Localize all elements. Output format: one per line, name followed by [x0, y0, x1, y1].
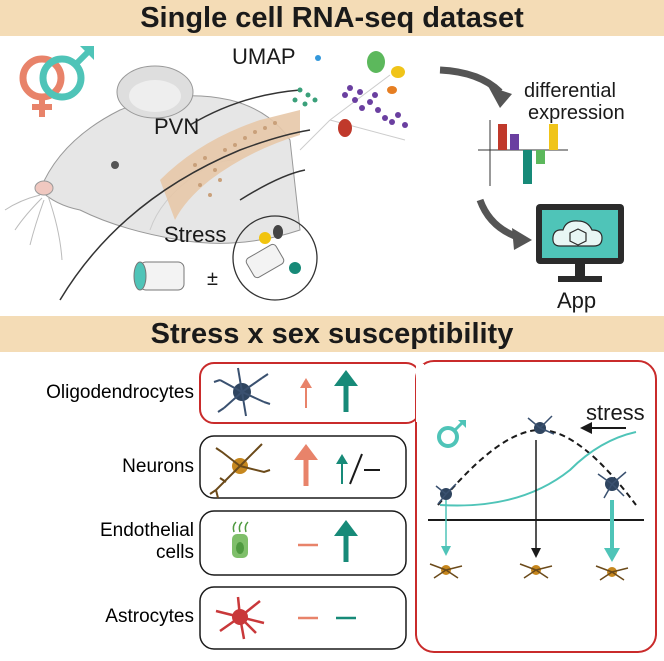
female-symbol-icon: [19, 55, 65, 117]
oligodendrocyte-box: [199, 362, 421, 424]
model-male-symbol-icon: [437, 420, 466, 448]
oligodendrocyte-icon: [213, 367, 271, 417]
umap-plot: [292, 51, 408, 151]
cell-label-neurons-text: Neurons: [122, 456, 194, 477]
endothelial-male-effect: [334, 520, 358, 562]
cell-label-astrocytes-text: Astrocytes: [105, 606, 194, 627]
endothelial-box: [199, 510, 407, 576]
stress-paradigm-icon: [232, 215, 318, 301]
cell-label-endothelial-line2: cells: [155, 542, 194, 563]
cell-label-endothelial: Endothelial cells: [4, 520, 194, 564]
stress-direction-arrow: [580, 422, 626, 434]
oligo-female-effect: [300, 378, 312, 408]
male-symbol-icon: [39, 46, 94, 101]
plus-minus-label: ±: [207, 268, 218, 290]
model-neurons: [429, 563, 629, 581]
de-barchart: [478, 120, 568, 186]
endothelial-cell-icon: [232, 521, 249, 558]
de-label-line2: expression: [528, 102, 625, 124]
baseline-landscape: [437, 428, 637, 506]
cell-label-astrocytes: Astrocytes: [4, 606, 194, 628]
neuron-female-effect: [294, 444, 318, 486]
mouse-head-icon: [4, 65, 311, 301]
bottom-section-title: Stress x sex susceptibility: [0, 316, 664, 352]
cell-label-oligodendrocytes: Oligodendrocytes: [4, 382, 194, 404]
neuron-male-effect: [336, 453, 380, 485]
model-oligo-processes: [435, 415, 627, 505]
umap-label: UMAP: [232, 44, 296, 69]
cell-label-endothelial-line1: Endothelial: [99, 520, 194, 541]
pvn-label: PVN: [154, 114, 200, 139]
model-down-arrows: [441, 440, 620, 562]
de-label-line1: differential: [524, 80, 616, 102]
top-section-title: Single cell RNA-seq dataset: [0, 0, 664, 36]
astrocyte-icon: [215, 596, 265, 640]
neuron-icon: [209, 443, 271, 499]
cell-label-neurons: Neurons: [4, 456, 194, 478]
stress-label: Stress: [164, 222, 227, 247]
cloud-icon: [552, 220, 603, 247]
restraint-tube-icon: [133, 261, 185, 291]
cell-label-oligodendrocytes-text: Oligodendrocytes: [46, 382, 194, 403]
arrow-to-de: [439, 66, 512, 108]
neuron-box: [199, 435, 407, 499]
app-label: App: [557, 288, 597, 313]
model-stress-label: stress: [586, 400, 645, 425]
box-merge-mask: [416, 364, 424, 422]
arrow-to-app: [476, 198, 532, 250]
stress-landscape: [439, 431, 637, 507]
oligo-male-effect: [334, 370, 358, 412]
